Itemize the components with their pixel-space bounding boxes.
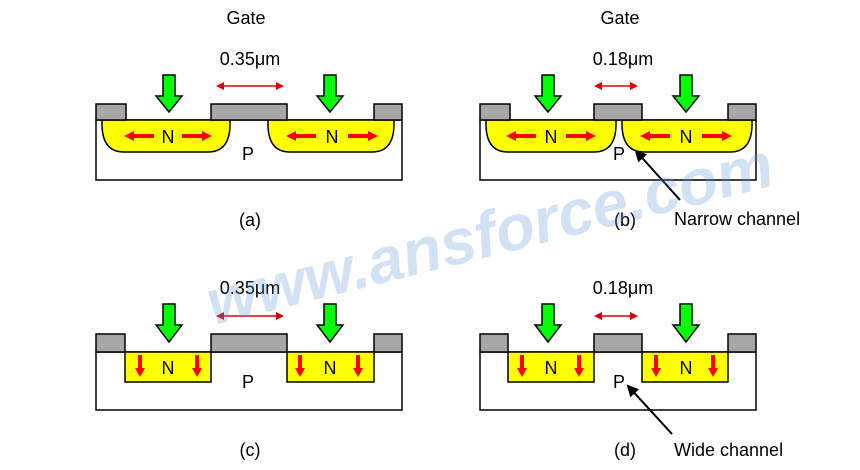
diffusion-arrow (651, 355, 661, 377)
panel-b: Gate 0.18μm N N P Narrow channel (b) (479, 8, 800, 230)
n-label: N (324, 358, 337, 378)
n-label: N (680, 358, 693, 378)
n-label: N (162, 127, 175, 147)
n-region-right (267, 119, 395, 153)
spacing-label: 0.18μm (593, 49, 653, 69)
implant-arrow-right (671, 303, 701, 344)
n-label: N (680, 127, 693, 147)
annotation-label: Narrow channel (674, 209, 800, 229)
diffusion-arrow (286, 131, 316, 141)
gate-block (727, 333, 757, 353)
diffusion-arrow (353, 355, 363, 377)
panel-d: 0.18μm N N P Wide channel (d) (479, 278, 783, 460)
spacing-label: 0.35μm (220, 49, 280, 69)
implant-arrow-left (154, 74, 184, 114)
diffusion-arrow (348, 131, 378, 141)
n-label: N (545, 127, 558, 147)
p-label: P (242, 144, 254, 164)
diffusion-arrow (702, 131, 732, 141)
n-label: N (162, 358, 175, 378)
implant-arrow-right (671, 74, 701, 114)
diffusion-arrow (566, 131, 596, 141)
p-label: P (613, 144, 625, 164)
gate-block (727, 103, 757, 121)
implant-arrow-left (533, 74, 563, 114)
diffusion-arrow (192, 355, 202, 377)
gate-block (95, 103, 127, 121)
diffusion-arrow (295, 355, 305, 377)
n-region-left (485, 119, 617, 153)
gate-block (95, 333, 126, 353)
diffusion-arrow (517, 355, 527, 377)
diffusion-arrow (640, 131, 670, 141)
gate-block (373, 333, 403, 353)
annotation-pointer (626, 384, 673, 435)
implant-arrow-left (154, 303, 184, 344)
diffusion-arrow (574, 355, 584, 377)
spacing-label: 0.35μm (220, 278, 280, 298)
n-label: N (545, 358, 558, 378)
gate-block (593, 333, 643, 353)
gate-block (593, 103, 643, 121)
p-label: P (242, 372, 254, 392)
caption: (d) (614, 440, 636, 460)
diffusion-arrow (124, 131, 154, 141)
n-region-left (101, 119, 231, 153)
gate-block (210, 333, 288, 353)
diffusion-arrow (135, 355, 145, 377)
diffusion-arrow (708, 355, 718, 377)
gate-label: Gate (226, 8, 265, 28)
panel-c: 0.35μm N N P (c) (95, 278, 403, 460)
gate-label: Gate (600, 8, 639, 28)
gate-block (479, 333, 509, 353)
gate-block (210, 103, 288, 121)
caption: (b) (614, 210, 636, 230)
annotation-pointer (634, 149, 681, 201)
spacing-label: 0.18μm (593, 278, 653, 298)
n-label: N (326, 127, 339, 147)
diffusion-arrow (506, 131, 536, 141)
p-label: P (613, 372, 625, 392)
caption: (a) (239, 210, 261, 230)
implant-arrow-left (533, 303, 563, 344)
gate-block (373, 103, 403, 121)
implant-arrow-right (315, 74, 345, 114)
n-region-right (621, 119, 753, 153)
gate-block (479, 103, 511, 121)
caption: (c) (240, 440, 261, 460)
diffusion-arrow (182, 131, 212, 141)
annotation-label: Wide channel (674, 440, 783, 460)
implant-arrow-right (315, 303, 345, 344)
panel-a: Gate 0.35μm N N P (a) (95, 8, 403, 230)
